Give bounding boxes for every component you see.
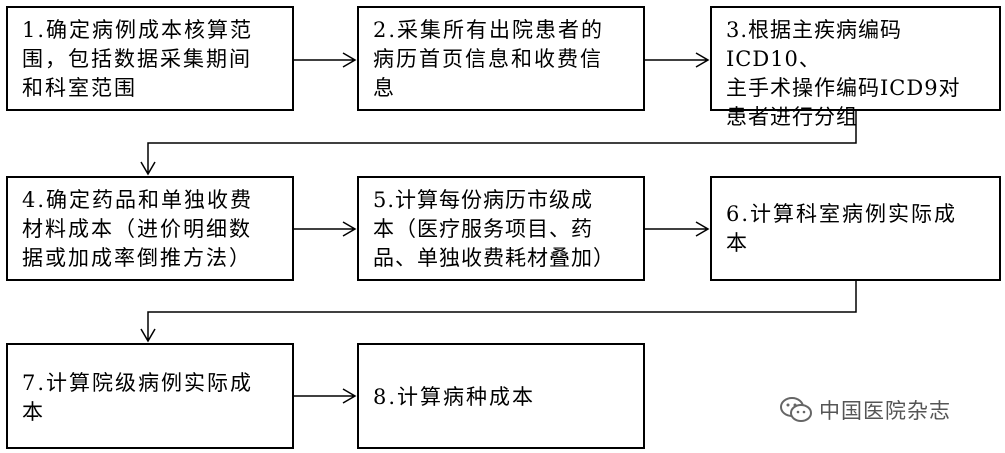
arrow-5-to-6: [645, 221, 710, 237]
step-5-text: 5.计算每份病历市级成 本（医疗服务项目、药 品、单独收费耗材叠加）: [373, 188, 615, 270]
arrow-1-to-2: [294, 52, 357, 68]
step-2-box: 2.采集所有出院患者的 病历首页信息和收费信 息: [357, 6, 645, 111]
step-5-box: 5.计算每份病历市级成 本（医疗服务项目、药 品、单独收费耗材叠加）: [357, 176, 645, 281]
step-3-text: 3.根据主疾病编码ICD10、 主手术操作编码ICD9对 患者进行分组: [726, 18, 961, 129]
step-3-box: 3.根据主疾病编码ICD10、 主手术操作编码ICD9对 患者进行分组: [710, 6, 1001, 129]
step-4-text: 4.确定药品和单独收费 材料成本（进价明细数 据或加成率倒推方法）: [22, 188, 254, 270]
arrow-4-to-5: [294, 221, 357, 237]
step-2-text: 2.采集所有出院患者的 病历首页信息和收费信 息: [373, 18, 605, 100]
step-4-box: 4.确定药品和单独收费 材料成本（进价明细数 据或加成率倒推方法）: [6, 176, 294, 281]
step-1-text: 1.确定病例成本核算范 围，包括数据采集期间 和科室范围: [22, 18, 254, 100]
step-8-box: 8.计算病种成本: [357, 343, 645, 449]
step-1-box: 1.确定病例成本核算范 围，包括数据采集期间 和科室范围: [6, 6, 294, 111]
watermark-text: 中国医院杂志: [819, 399, 951, 423]
step-6-box: 6.计算科室病例实际成 本: [710, 176, 1001, 281]
arrow-6-to-7: [140, 281, 857, 343]
watermark: 中国医院杂志: [779, 395, 951, 425]
arrow-2-to-3: [645, 52, 710, 68]
step-6-text: 6.计算科室病例实际成 本: [726, 202, 958, 255]
arrow-7-to-8: [294, 388, 357, 404]
step-7-text: 7.计算院级病例实际成 本: [22, 371, 254, 424]
step-7-box: 7.计算院级病例实际成 本: [6, 343, 294, 449]
step-8-text: 8.计算病种成本: [373, 385, 536, 409]
wechat-icon: [780, 397, 812, 422]
